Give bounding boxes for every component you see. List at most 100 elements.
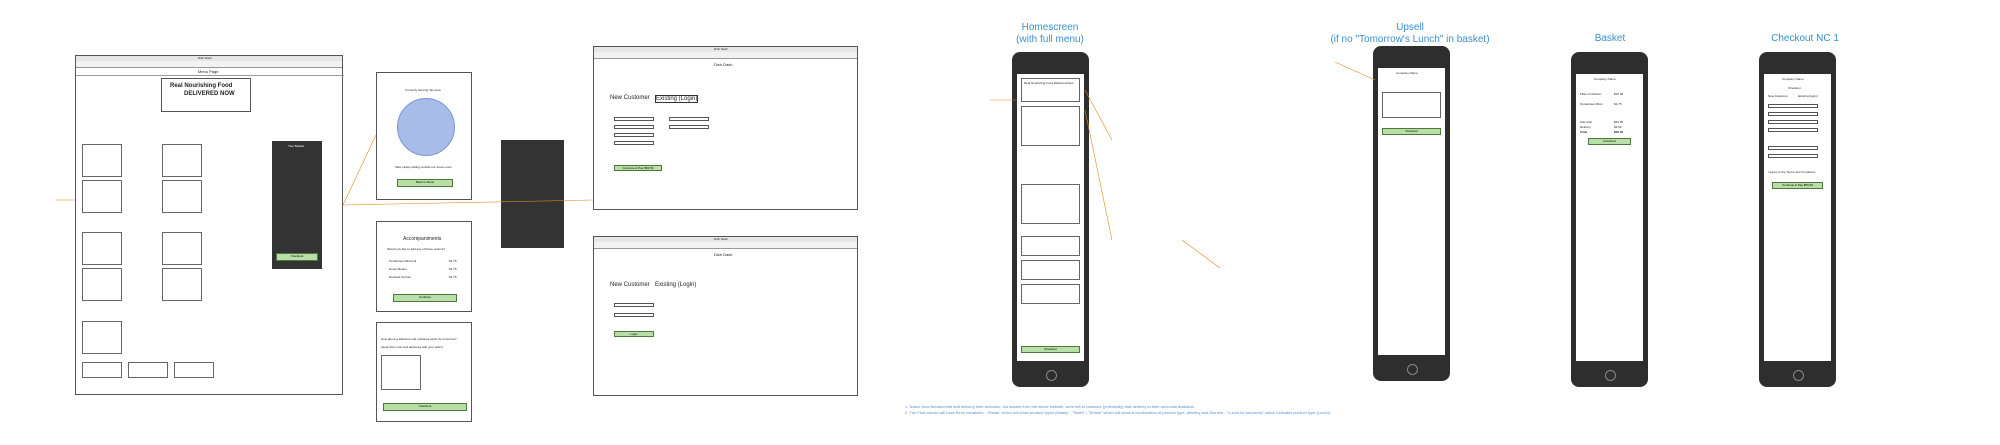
page-title: Menu Page xyxy=(198,69,219,74)
checkout-button[interactable]: Checkout xyxy=(1382,128,1441,135)
delivery-label: Delivery xyxy=(1580,125,1591,129)
meal-card[interactable] xyxy=(128,362,168,378)
footnote: 2. The Flow shown will have three variat… xyxy=(905,410,1332,415)
phone-checkout: Company Name Checkout New Customer Exist… xyxy=(1759,52,1836,387)
form-field[interactable] xyxy=(1768,154,1818,158)
heading-homescreen: Homescreen (with full menu) xyxy=(1016,22,1084,45)
lunch-upsell-popup: How about a delicious and nutritious lun… xyxy=(376,322,472,422)
footnote: 1. Notice how Breadcrumb and delivery ti… xyxy=(905,404,1195,409)
home-button[interactable] xyxy=(1793,370,1804,381)
meal-card[interactable] xyxy=(162,180,202,213)
meal-card[interactable] xyxy=(1021,260,1080,280)
form-field[interactable] xyxy=(1768,104,1818,108)
lunch-checkout-button[interactable]: Checkout xyxy=(383,403,467,411)
lunch-card[interactable] xyxy=(381,355,421,390)
browser-address-bar[interactable] xyxy=(594,242,857,249)
company-name: Company Name xyxy=(1594,77,1616,81)
nav-bar xyxy=(76,75,344,76)
meal-card[interactable] xyxy=(82,232,122,265)
basket-item-label: Tenderstem Broc xyxy=(1580,102,1603,106)
option-label[interactable]: Roasted Carrots xyxy=(389,275,411,279)
meal-card[interactable] xyxy=(82,144,122,177)
brand: Dish Dash xyxy=(714,252,733,257)
tab-new-customer[interactable]: New Customer xyxy=(610,95,650,101)
basket-item-price: $22.00 xyxy=(1614,92,1624,96)
heading-upsell: Upsell (if no "Tomorrow's Lunch" in bask… xyxy=(1330,22,1490,45)
continue-button[interactable]: Continue xyxy=(393,294,457,302)
password-field[interactable] xyxy=(614,313,654,317)
option-label[interactable]: Green Beans xyxy=(389,267,407,271)
new-customer-window: Dish Dash Dish Dash New Customer Existin… xyxy=(593,46,858,210)
map-area xyxy=(397,98,455,156)
form-field[interactable] xyxy=(1768,120,1818,124)
checkout-button[interactable]: Checkout xyxy=(1588,138,1631,145)
form-field[interactable] xyxy=(669,125,709,129)
meal-card[interactable] xyxy=(1021,236,1080,256)
continue-pay-button[interactable]: Continue & Pay $56.50 xyxy=(1772,182,1823,189)
checkout-button[interactable]: Checkout xyxy=(276,253,318,261)
lunch-question: How about a delicious and nutritious lun… xyxy=(381,337,457,341)
company-name: Company Name xyxy=(1782,77,1804,81)
back-to-menu-button[interactable]: Back to Menu xyxy=(397,179,453,187)
tab-new-customer[interactable]: New Customer xyxy=(610,282,650,288)
phone-homescreen: Real Nourishing Food Delivered Now Check… xyxy=(1012,52,1089,387)
phone-upsell: Company Name Checkout xyxy=(1373,46,1450,381)
phone-screen: Company Name Fillet of Chicken $22.00 Te… xyxy=(1576,74,1643,361)
meal-card[interactable] xyxy=(82,321,122,354)
info-panel xyxy=(501,140,564,248)
option-label[interactable]: Tenderstem Broccoli xyxy=(389,259,417,263)
phone-screen: Company Name Checkout New Customer Exist… xyxy=(1764,74,1831,361)
meal-card[interactable] xyxy=(162,232,202,265)
terms-checkbox[interactable]: I agree to the Terms and Conditions xyxy=(1768,170,1816,174)
email-field[interactable] xyxy=(614,303,654,307)
basket-item-label: Fillet of Chicken xyxy=(1580,92,1602,96)
new-customer-option[interactable]: New Customer xyxy=(1768,94,1788,98)
form-field[interactable] xyxy=(1768,128,1818,132)
accompaniments-title: Accompaniments xyxy=(403,236,442,242)
login-button[interactable]: Login xyxy=(614,331,654,337)
meal-card[interactable] xyxy=(162,144,202,177)
continue-pay-button[interactable]: Continue & Pay $56.50 xyxy=(614,165,662,171)
meal-card[interactable] xyxy=(174,362,214,378)
accompaniments-question: Would you like to add any of these optio… xyxy=(387,247,445,251)
form-field[interactable] xyxy=(669,117,709,121)
window-title: Dish Dash xyxy=(198,56,212,60)
meal-card[interactable] xyxy=(82,362,122,378)
phone-screen: Real Nourishing Food Delivered Now Check… xyxy=(1017,74,1084,361)
form-field[interactable] xyxy=(614,141,654,145)
form-field[interactable] xyxy=(1768,146,1818,150)
form-field[interactable] xyxy=(1768,112,1818,116)
heading-basket: Basket xyxy=(1594,33,1626,44)
browser-address-bar[interactable] xyxy=(76,61,342,68)
hero-banner: Real Nourishing Food Delivered Now xyxy=(1021,78,1080,102)
form-field[interactable] xyxy=(614,133,654,137)
total-label: Total xyxy=(1580,130,1587,134)
browser-address-bar[interactable] xyxy=(594,52,857,59)
existing-option[interactable]: Existing (login) xyxy=(1798,94,1818,98)
lunch-card[interactable] xyxy=(1382,92,1441,118)
checkout-button[interactable]: Checkout xyxy=(1021,346,1080,353)
serving-title: Currently Serving this area xyxy=(405,88,441,92)
meal-card[interactable] xyxy=(1021,284,1080,304)
serving-caption: Take pickup dating outside our Area Lunc… xyxy=(395,165,452,169)
home-button[interactable] xyxy=(1605,370,1616,381)
checkout-title: Checkout xyxy=(1788,86,1801,90)
brand: Dish Dash xyxy=(714,62,733,67)
tab-existing-login[interactable]: Existing (Login) xyxy=(655,282,697,288)
option-price: $3.75 xyxy=(449,259,457,263)
tab-existing-login[interactable]: Existing (Login) xyxy=(655,95,699,103)
heading-checkout: Checkout NC 1 xyxy=(1771,33,1839,44)
meal-card[interactable] xyxy=(82,268,122,301)
desktop-menu-window: Dish Dash Menu Page Real Nourishing Food… xyxy=(75,55,344,395)
home-button[interactable] xyxy=(1046,370,1057,381)
meal-card[interactable] xyxy=(1021,106,1080,146)
home-button[interactable] xyxy=(1407,364,1418,375)
hero-banner: Real Nourishing Food DELIVERED NOW xyxy=(161,78,251,112)
basket-item-price: $3.75 xyxy=(1614,102,1622,106)
form-field[interactable] xyxy=(614,117,654,121)
meal-card[interactable] xyxy=(82,180,122,213)
form-field[interactable] xyxy=(614,125,654,129)
meal-card[interactable] xyxy=(162,268,202,301)
serving-area-popup: Currently Serving this area Take pickup … xyxy=(376,72,472,200)
meal-card[interactable] xyxy=(1021,184,1080,224)
